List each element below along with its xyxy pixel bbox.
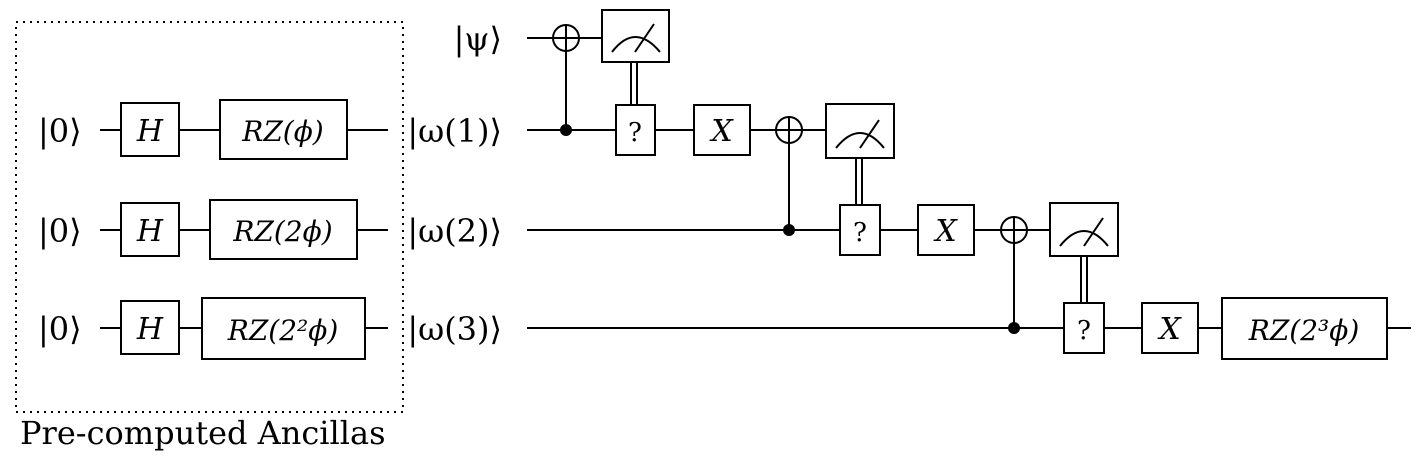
stage-1: ? X — [552, 9, 751, 156]
hadamard-gate-3 — [120, 300, 180, 355]
conditional-gate-2 — [839, 204, 881, 256]
rz-label-1: RZ(ϕ) — [241, 115, 323, 148]
rz-gate-2 — [209, 199, 358, 260]
meter-icon-1 — [611, 36, 661, 53]
ancilla-row-2: |0⟩ H RZ(2ϕ) — [38, 199, 388, 260]
x-label-3: X — [1157, 312, 1182, 347]
cnot-control-dot-2 — [783, 224, 795, 236]
conditional-label-3: ? — [1077, 316, 1091, 346]
wire-label-psi: |ψ⟩ — [454, 20, 502, 58]
x-label-2: X — [933, 214, 958, 249]
x-gate-1 — [693, 104, 751, 156]
wire-label-omega-3: |ω(3)⟩ — [407, 310, 502, 348]
conditional-label-1: ? — [628, 118, 642, 148]
rz-gate-1 — [219, 99, 348, 160]
cnot-control-dot-1 — [560, 124, 572, 136]
x-label-1: X — [709, 114, 734, 149]
ancilla-input-3: |0⟩ — [38, 310, 82, 348]
ancilla-input-2: |0⟩ — [38, 212, 82, 250]
stage-3: ? X RZ(2³ϕ) — [1000, 202, 1388, 360]
meter-icon-3 — [1059, 230, 1109, 247]
conditional-label-2: ? — [853, 218, 867, 248]
x-gate-3 — [1141, 302, 1199, 354]
measurement-2 — [825, 103, 895, 159]
ancilla-caption: Pre-computed Ancillas — [20, 414, 386, 452]
ancilla-row-3: |0⟩ H RZ(2²ϕ) — [38, 297, 388, 360]
hadamard-label-3: H — [136, 312, 164, 347]
hadamard-label-2: H — [136, 214, 164, 249]
hadamard-gate-1 — [120, 102, 180, 157]
ancilla-input-1: |0⟩ — [38, 112, 82, 150]
rz-label-2: RZ(2ϕ) — [232, 215, 332, 248]
cnot-control-dot-3 — [1008, 322, 1020, 334]
wire-label-omega-2: |ω(2)⟩ — [407, 212, 502, 250]
rz-label-3: RZ(2²ϕ) — [227, 314, 339, 347]
final-rz-gate — [1221, 297, 1388, 360]
hadamard-gate-2 — [120, 202, 180, 257]
conditional-gate-1 — [615, 104, 656, 156]
wire-label-omega-1: |ω(1)⟩ — [407, 112, 502, 150]
stage-2: ? X — [775, 103, 975, 256]
final-rz-label: RZ(2³ϕ) — [1248, 314, 1360, 347]
measurement-3 — [1049, 202, 1119, 257]
hadamard-label-1: H — [136, 114, 164, 149]
ancilla-region — [15, 21, 404, 413]
x-gate-2 — [917, 204, 975, 256]
ancilla-row-1: |0⟩ H RZ(ϕ) — [38, 99, 388, 160]
rz-gate-3 — [201, 297, 366, 360]
meter-icon-2 — [835, 132, 885, 149]
conditional-gate-3 — [1063, 302, 1105, 354]
